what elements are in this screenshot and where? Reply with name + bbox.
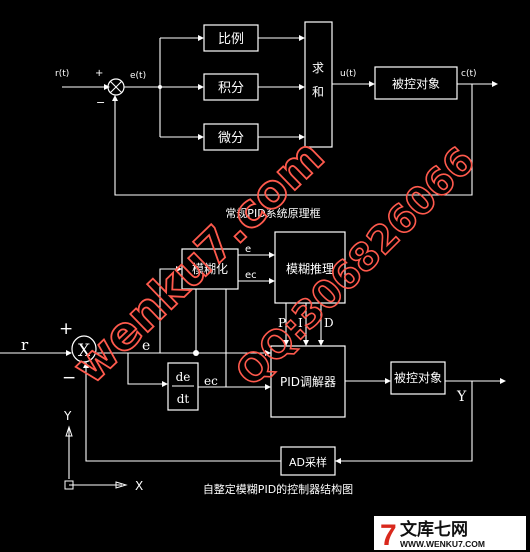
- watermark: wenku7.com QQ:306826066: [61, 128, 484, 396]
- ec-label: ec: [204, 374, 218, 388]
- derivative-label: 微分: [218, 131, 244, 146]
- e-label: e: [142, 338, 150, 354]
- arrow: [104, 84, 110, 90]
- r-label: r: [21, 336, 29, 354]
- fuzzy-inference-block: [274, 231, 346, 304]
- integral-label: 积分: [218, 81, 244, 96]
- plant-label: 被控对象: [392, 77, 440, 91]
- u-label: u(t): [340, 69, 356, 79]
- ad-sampling-label: AD采样: [289, 455, 327, 469]
- logo-mark: 7: [380, 519, 397, 552]
- summing-symbol: X: [78, 341, 91, 361]
- fuzzy-inference-label: 模糊推理: [286, 261, 334, 276]
- e-label: e(t): [130, 71, 146, 81]
- ec-to-infer-label: ec: [245, 270, 257, 281]
- plant-label: 被控对象: [394, 371, 442, 385]
- bottom-caption: 自整定模糊PID的控制器结构图: [203, 482, 353, 496]
- axis-y-label: Y: [63, 409, 72, 423]
- axis-x-label: X: [135, 479, 143, 493]
- fuzzy-pid-diagram: r + − X e 模糊化 e ec 模糊推理 P I: [0, 231, 506, 496]
- summing-junction: [71, 335, 97, 363]
- d-label: D: [324, 316, 334, 330]
- feedback-line: [85, 368, 281, 462]
- fuzzification-block: [181, 248, 239, 290]
- logo-title: 文库七网: [400, 519, 468, 540]
- xy-axes: Y X: [63, 409, 143, 493]
- r-label: r(t): [55, 69, 69, 79]
- sum-label-2: 和: [312, 85, 324, 99]
- site-logo: 7 文库七网 WWW.WENKU7.COM: [374, 516, 526, 552]
- plus-sign: +: [95, 68, 103, 79]
- c-label: c(t): [461, 69, 477, 79]
- p-label: P: [278, 316, 286, 330]
- i-label: I: [298, 316, 303, 330]
- summing-junction: [107, 78, 125, 96]
- top-caption: 常规PID系统原理框: [225, 206, 320, 220]
- e-to-infer-label: e: [245, 244, 251, 255]
- proportional-label: 比例: [218, 32, 244, 47]
- output-y-label: Y: [456, 389, 467, 405]
- plant-block: [390, 361, 446, 395]
- logo-url: WWW.WENKU7.COM: [400, 539, 485, 549]
- sum-label-1: 求: [312, 61, 324, 75]
- minus-sign: −: [96, 96, 105, 109]
- classic-pid-diagram: r(t) + − e(t) 比例 积分 微分: [55, 21, 498, 220]
- plant-block: [374, 66, 458, 100]
- minus-sign: −: [62, 368, 76, 388]
- de-label: de: [176, 370, 191, 384]
- dt-label: dt: [177, 392, 190, 406]
- feedback-line: [114, 84, 473, 196]
- fuzzification-label: 模糊化: [192, 261, 228, 276]
- pid-regulator-label: PID调解器: [280, 375, 336, 389]
- plus-sign: +: [59, 319, 73, 339]
